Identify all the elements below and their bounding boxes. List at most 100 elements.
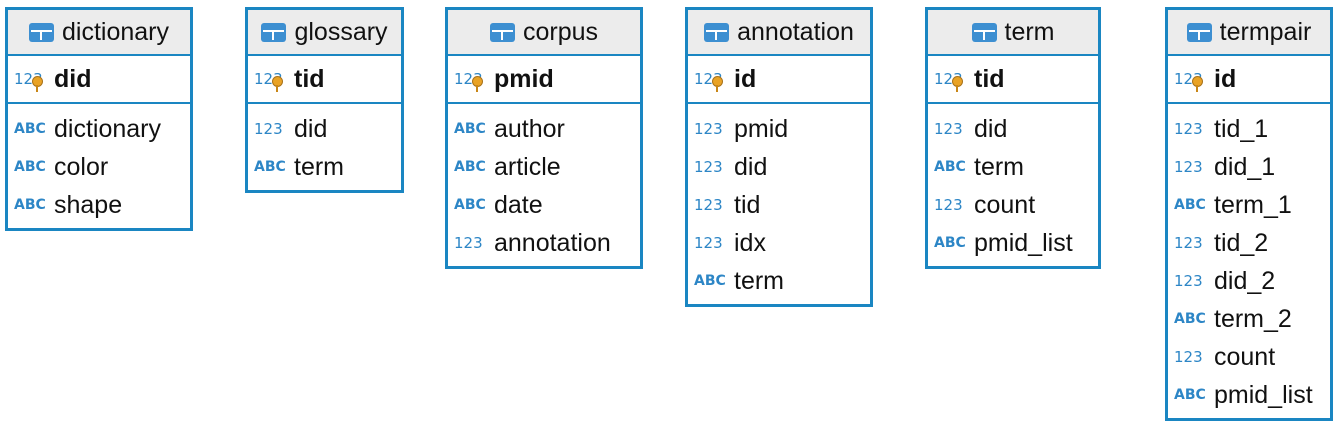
entity-title: corpus bbox=[522, 17, 599, 46]
key-icon bbox=[272, 76, 283, 92]
column-name: did bbox=[294, 114, 328, 143]
primary-key-column[interactable]: 123 tid bbox=[254, 60, 325, 98]
numeric-type-icon: 123 bbox=[1174, 234, 1203, 252]
string-type-icon: ABC bbox=[1174, 387, 1206, 403]
column-row[interactable]: 123 pmid bbox=[694, 110, 870, 148]
key-icon bbox=[952, 76, 963, 92]
column-name: pmid_list bbox=[1214, 380, 1313, 409]
column-row[interactable]: 123 did_1 bbox=[1174, 148, 1330, 186]
column-row[interactable]: 123 count bbox=[934, 186, 1098, 224]
numeric-type-icon: 123 bbox=[454, 234, 483, 252]
column-row[interactable]: ABC pmid_list bbox=[1174, 376, 1330, 414]
entity-title: termpair bbox=[1219, 17, 1312, 46]
string-type-icon: ABC bbox=[14, 121, 46, 137]
string-type-icon: ABC bbox=[14, 197, 46, 213]
column-row[interactable]: ABC term_1 bbox=[1174, 186, 1330, 224]
numeric-type-icon: 123 bbox=[694, 234, 723, 252]
table-icon bbox=[261, 22, 287, 42]
column-row[interactable]: 123 did bbox=[694, 148, 870, 186]
numeric-type-icon: 123 bbox=[694, 120, 723, 138]
column-row[interactable]: 123 count bbox=[1174, 338, 1330, 376]
numeric-type-icon: 123 bbox=[254, 120, 283, 138]
column-row[interactable]: ABC article bbox=[454, 148, 640, 186]
string-type-icon: ABC bbox=[454, 159, 486, 175]
table-icon bbox=[489, 22, 515, 42]
column-name: did bbox=[734, 152, 768, 181]
table-icon bbox=[971, 22, 997, 42]
key-icon bbox=[1192, 76, 1203, 92]
numeric-type-icon: 123 bbox=[934, 196, 963, 214]
entity-header[interactable]: corpus bbox=[448, 10, 640, 56]
primary-key-column[interactable]: 123 tid bbox=[934, 60, 1005, 98]
entity-header[interactable]: annotation bbox=[688, 10, 870, 56]
entity-header[interactable]: term bbox=[928, 10, 1098, 56]
string-type-icon: ABC bbox=[1174, 197, 1206, 213]
column-row[interactable]: ABC term bbox=[694, 262, 870, 300]
entity-header[interactable]: dictionary bbox=[8, 10, 190, 56]
numeric-key-icon: 123 bbox=[454, 70, 483, 92]
string-type-icon: ABC bbox=[934, 159, 966, 175]
column-name: count bbox=[974, 190, 1036, 219]
primary-key-column[interactable]: 123 id bbox=[1174, 60, 1236, 98]
entity-title: annotation bbox=[737, 17, 854, 46]
numeric-key-icon: 123 bbox=[1174, 70, 1203, 92]
string-type-icon: ABC bbox=[694, 273, 726, 289]
numeric-key-icon: 123 bbox=[934, 70, 963, 92]
column-name: tid_1 bbox=[1214, 114, 1269, 143]
numeric-type-icon: 123 bbox=[1174, 348, 1203, 366]
column-name: pmid_list bbox=[974, 228, 1073, 257]
column-name: term bbox=[294, 152, 344, 181]
column-name: id bbox=[734, 64, 757, 93]
column-name: term bbox=[734, 266, 784, 295]
string-type-icon: ABC bbox=[454, 121, 486, 137]
column-name: tid bbox=[734, 190, 761, 219]
key-icon bbox=[32, 76, 43, 92]
primary-key-column[interactable]: 123 pmid bbox=[454, 60, 554, 98]
column-name: pmid bbox=[734, 114, 789, 143]
column-name: term_1 bbox=[1214, 190, 1292, 219]
primary-key-column[interactable]: 123 id bbox=[694, 60, 756, 98]
numeric-key-icon: 123 bbox=[14, 70, 43, 92]
column-name: count bbox=[1214, 342, 1276, 371]
entity-header[interactable]: glossary bbox=[248, 10, 401, 56]
numeric-type-icon: 123 bbox=[694, 158, 723, 176]
table-icon bbox=[1186, 22, 1212, 42]
string-type-icon: ABC bbox=[454, 197, 486, 213]
primary-key-column[interactable]: 123 did bbox=[14, 60, 92, 98]
table-icon bbox=[704, 22, 730, 42]
string-type-icon: ABC bbox=[1174, 311, 1206, 327]
entity-header[interactable]: termpair bbox=[1168, 10, 1330, 56]
column-row[interactable]: 123 did bbox=[254, 110, 401, 148]
column-name: article bbox=[494, 152, 561, 181]
numeric-type-icon: 123 bbox=[1174, 272, 1203, 290]
numeric-type-icon: 123 bbox=[1174, 158, 1203, 176]
column-name: id bbox=[1214, 64, 1237, 93]
entity-title: dictionary bbox=[62, 17, 169, 46]
entity-title: term bbox=[1004, 17, 1055, 46]
column-name: color bbox=[54, 152, 109, 181]
column-name: tid bbox=[974, 64, 1005, 93]
column-name: did_1 bbox=[1214, 152, 1276, 181]
